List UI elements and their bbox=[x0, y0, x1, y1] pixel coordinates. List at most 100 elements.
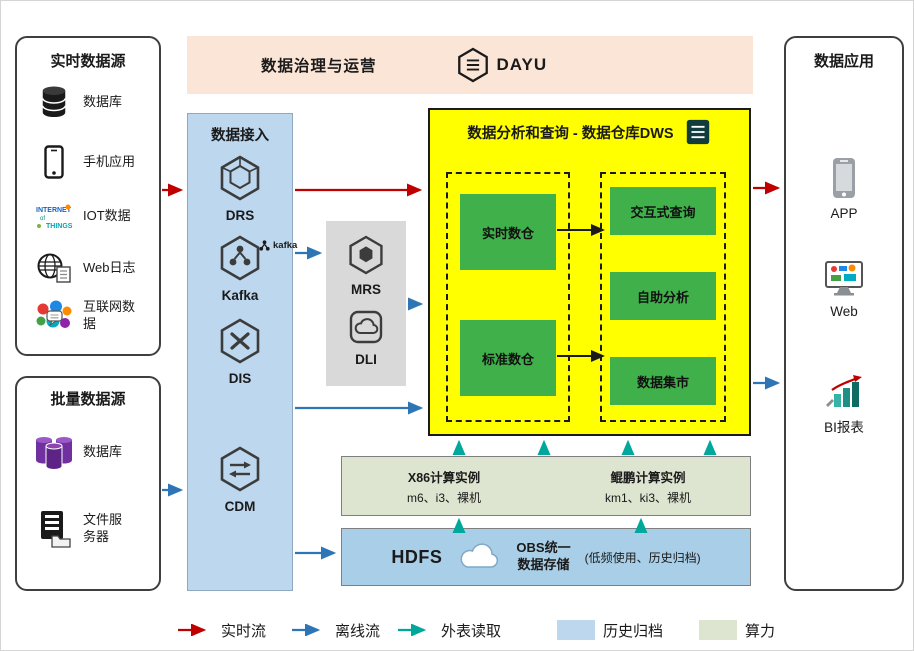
web-log-icon bbox=[33, 252, 75, 284]
warehouse-group: 实时数仓 标准数仓 bbox=[446, 172, 570, 422]
processing-item-label: MRS bbox=[351, 282, 381, 297]
processing-item-mrs: MRS bbox=[326, 235, 406, 297]
services-group: 交互式查询 自助分析 数据集市 bbox=[600, 172, 726, 422]
dws-title: 数据分析和查询 - 数据仓库DWS bbox=[467, 125, 674, 142]
svg-text:THINGS: THINGS bbox=[46, 223, 73, 230]
legend-external: 外表读取 bbox=[397, 617, 501, 643]
list-item: 互联网数据 bbox=[33, 294, 153, 338]
web-monitor-icon bbox=[825, 261, 863, 296]
compute-swatch bbox=[699, 620, 737, 640]
bi-report-icon bbox=[826, 375, 862, 407]
source-label: 数据库 bbox=[83, 93, 123, 109]
source-label: 文件服务器 bbox=[83, 512, 123, 544]
greenbox-label: 标准数仓 bbox=[481, 351, 534, 367]
app-item-web: Web bbox=[786, 260, 902, 319]
hdfs-label: HDFS bbox=[391, 546, 443, 567]
realtime-sources-panel: 实时数据源 数据库 手机应用 bbox=[15, 36, 161, 356]
banner-title: 数据治理与运营 bbox=[261, 58, 377, 75]
kunpeng-compute-block: 鲲鹏计算实例 km1、ki3、裸机 bbox=[546, 457, 750, 515]
kunpeng-title: 鲲鹏计算实例 bbox=[610, 470, 686, 485]
storage-panel: HDFS OBS统一 数据存储 (低频使用、历史归档) bbox=[341, 528, 751, 586]
obs-storage-label: OBS统一 数据存储 bbox=[516, 540, 570, 574]
interactive-query-box: 交互式查询 bbox=[610, 187, 716, 235]
processing-item-dli: DLI bbox=[326, 309, 406, 367]
iot-icon: INTERNET of THINGS bbox=[33, 201, 75, 231]
data-ingestion-panel: 数据接入 DRS bbox=[187, 113, 297, 591]
dis-hexagon-icon bbox=[220, 318, 260, 364]
legend-offline: 离线流 bbox=[291, 617, 380, 643]
drs-hexagon-icon bbox=[220, 155, 260, 201]
legend-label: 算力 bbox=[745, 622, 776, 640]
file-server-icon bbox=[33, 509, 75, 549]
external-read-arrow-icon bbox=[398, 624, 427, 636]
legend-label: 外表读取 bbox=[441, 622, 502, 640]
purple-database-icon bbox=[33, 432, 75, 472]
app-item-bi: BI报表 bbox=[786, 374, 902, 436]
greenbox-label: 实时数仓 bbox=[481, 225, 534, 241]
ingestion-item-label: DRS bbox=[225, 208, 255, 223]
obs-line1: OBS统一 bbox=[516, 540, 571, 556]
self-service-analysis-box: 自助分析 bbox=[610, 272, 716, 320]
offline-arrow-icon bbox=[292, 624, 321, 636]
greenbox-label: 数据集市 bbox=[636, 374, 689, 390]
standard-warehouse-box: 标准数仓 bbox=[460, 320, 556, 396]
legend-compute: 算力 bbox=[699, 617, 775, 643]
internet-data-icon bbox=[33, 300, 75, 332]
list-item: INTERNET of THINGS IOT数据 bbox=[33, 196, 153, 236]
x86-title: X86计算实例 bbox=[407, 470, 481, 485]
ingestion-item-label: CDM bbox=[224, 499, 256, 514]
batch-sources-title: 批量数据源 bbox=[50, 391, 126, 408]
ingestion-item-kafka: kafka Kafka bbox=[188, 235, 297, 303]
ingestion-item-label: DIS bbox=[228, 371, 252, 386]
batch-sources-panel: 批量数据源 数据库 bbox=[15, 376, 161, 591]
processing-panel: MRS DLI bbox=[326, 221, 406, 386]
dli-cloud-icon bbox=[349, 310, 383, 344]
x86-spec: m6、i3、裸机 bbox=[406, 490, 481, 505]
dayu-hexagon-icon bbox=[457, 47, 488, 83]
source-label: 互联网数据 bbox=[83, 299, 136, 331]
list-item: 数据库 bbox=[33, 82, 153, 122]
document-icon bbox=[686, 119, 709, 145]
dayu-label: DAYU bbox=[496, 55, 548, 74]
database-icon bbox=[33, 85, 75, 119]
app-phone-icon bbox=[833, 158, 855, 198]
legend-realtime: 实时流 bbox=[177, 617, 266, 643]
source-label: 数据库 bbox=[83, 443, 123, 459]
realtime-arrow-icon bbox=[178, 624, 207, 636]
x86-compute-block: X86计算实例 m6、i3、裸机 bbox=[342, 457, 546, 515]
phone-icon bbox=[33, 145, 75, 179]
compute-instances-panel: X86计算实例 m6、i3、裸机 鲲鹏计算实例 km1、ki3、裸机 bbox=[341, 456, 751, 516]
governance-banner: 数据治理与运营 DAYU bbox=[187, 36, 753, 94]
legend-label: 历史归档 bbox=[603, 622, 664, 640]
list-item: 数据库 bbox=[33, 430, 153, 474]
kunpeng-spec: km1、ki3、裸机 bbox=[604, 490, 691, 505]
ingestion-item-drs: DRS bbox=[188, 155, 292, 223]
archive-swatch bbox=[557, 620, 595, 640]
realtime-sources-title: 实时数据源 bbox=[50, 53, 126, 70]
greenbox-label: 交互式查询 bbox=[630, 204, 696, 220]
kafka-hexagon-icon bbox=[220, 235, 260, 281]
obs-line2: 数据存储 bbox=[517, 557, 570, 572]
processing-item-label: DLI bbox=[355, 352, 377, 367]
realtime-warehouse-box: 实时数仓 bbox=[460, 194, 556, 270]
ingestion-item-dis: DIS bbox=[188, 318, 292, 386]
source-label: Web日志 bbox=[83, 259, 136, 275]
ingestion-item-label: Kafka bbox=[221, 288, 259, 303]
ingestion-title: 数据接入 bbox=[211, 128, 269, 144]
dws-panel: 数据分析和查询 - 数据仓库DWS 实时数仓 标准数仓 交互式查询 自助分析 数… bbox=[428, 108, 751, 436]
data-mart-box: 数据集市 bbox=[610, 357, 716, 405]
dws-title-row: 数据分析和查询 - 数据仓库DWS bbox=[430, 118, 749, 146]
greenbox-label: 自助分析 bbox=[636, 289, 689, 305]
list-item: 文件服务器 bbox=[33, 504, 153, 554]
kafka-logo-badge: kafka bbox=[258, 239, 297, 252]
applications-panel: 数据应用 APP Web bbox=[784, 36, 904, 591]
source-label: 手机应用 bbox=[83, 153, 136, 169]
ingestion-item-cdm: CDM bbox=[188, 446, 292, 514]
svg-text:INTERNET: INTERNET bbox=[36, 207, 72, 214]
list-item: Web日志 bbox=[33, 248, 153, 288]
svg-text:of: of bbox=[40, 216, 45, 222]
app-item-app: APP bbox=[786, 156, 902, 221]
source-label: IOT数据 bbox=[83, 207, 131, 223]
kafka-mini-icon bbox=[259, 240, 270, 251]
